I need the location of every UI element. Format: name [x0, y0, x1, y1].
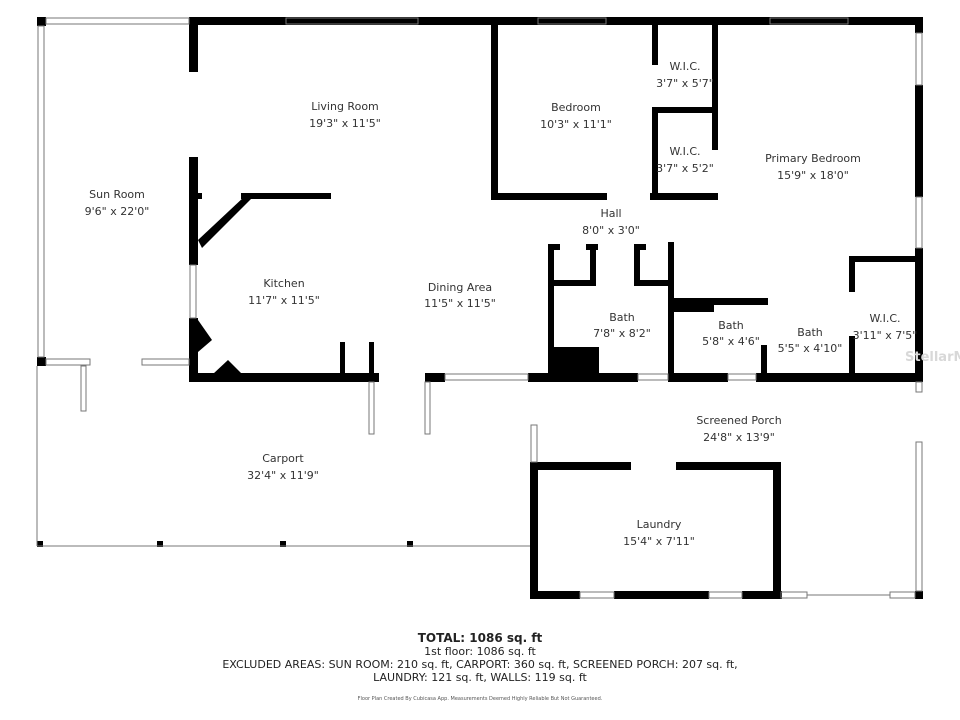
room-name: Living Room	[311, 100, 379, 113]
room-size: 15'9" x 18'0"	[777, 169, 849, 182]
floor-plan: Sun Room 9'6" x 22'0" Living Room 19'3" …	[36, 17, 923, 599]
room-size: 11'5" x 11'5"	[424, 297, 496, 310]
room-size: 3'7" x 5'7"	[656, 77, 714, 90]
room-size: 5'8" x 4'6"	[702, 335, 760, 348]
room-size: 32'4" x 11'9"	[247, 469, 319, 482]
room-name: Bath	[718, 319, 744, 332]
room-size: 11'7" x 11'5"	[248, 294, 320, 307]
room-name: Bath	[609, 311, 635, 324]
room-name: Screened Porch	[696, 414, 781, 427]
room-size: 9'6" x 22'0"	[85, 205, 150, 218]
room-size: 5'5" x 4'10"	[778, 342, 843, 355]
windows-and-thin-lines	[36, 17, 923, 599]
room-name: Primary Bedroom	[765, 152, 861, 165]
room-name: Dining Area	[428, 281, 492, 294]
walls	[37, 17, 923, 599]
excluded-areas-line1: EXCLUDED AREAS: SUN ROOM: 210 sq. ft, CA…	[222, 658, 738, 671]
room-size: 15'4" x 7'11"	[623, 535, 695, 548]
room-size: 3'7" x 5'2"	[656, 162, 714, 175]
room-name: Hall	[600, 207, 621, 220]
room-size: 10'3" x 11'1"	[540, 118, 612, 131]
room-size: 19'3" x 11'5"	[309, 117, 381, 130]
disclaimer: Floor Plan Created By Cubicasa App. Meas…	[357, 696, 603, 702]
room-size: 7'8" x 8'2"	[593, 327, 651, 340]
room-name: Sun Room	[89, 188, 145, 201]
excluded-areas-line2: LAUNDRY: 121 sq. ft, WALLS: 119 sq. ft	[373, 671, 587, 684]
room-name: Carport	[262, 452, 304, 465]
room-name: W.I.C.	[869, 312, 900, 325]
watermark: StellarMLS	[905, 350, 960, 365]
room-name: Laundry	[637, 518, 682, 531]
room-name: W.I.C.	[669, 60, 700, 73]
total-area: TOTAL: 1086 sq. ft	[417, 631, 543, 645]
floor-area: 1st floor: 1086 sq. ft	[424, 645, 536, 658]
room-name: W.I.C.	[669, 145, 700, 158]
room-size: 3'11" x 7'5"	[853, 329, 918, 342]
room-name: Bath	[797, 326, 823, 339]
room-size: 24'8" x 13'9"	[703, 431, 775, 444]
room-name: Bedroom	[551, 101, 601, 114]
room-name: Kitchen	[263, 277, 304, 290]
room-size: 8'0" x 3'0"	[582, 224, 640, 237]
room-labels: Sun Room 9'6" x 22'0" Living Room 19'3" …	[85, 60, 918, 548]
